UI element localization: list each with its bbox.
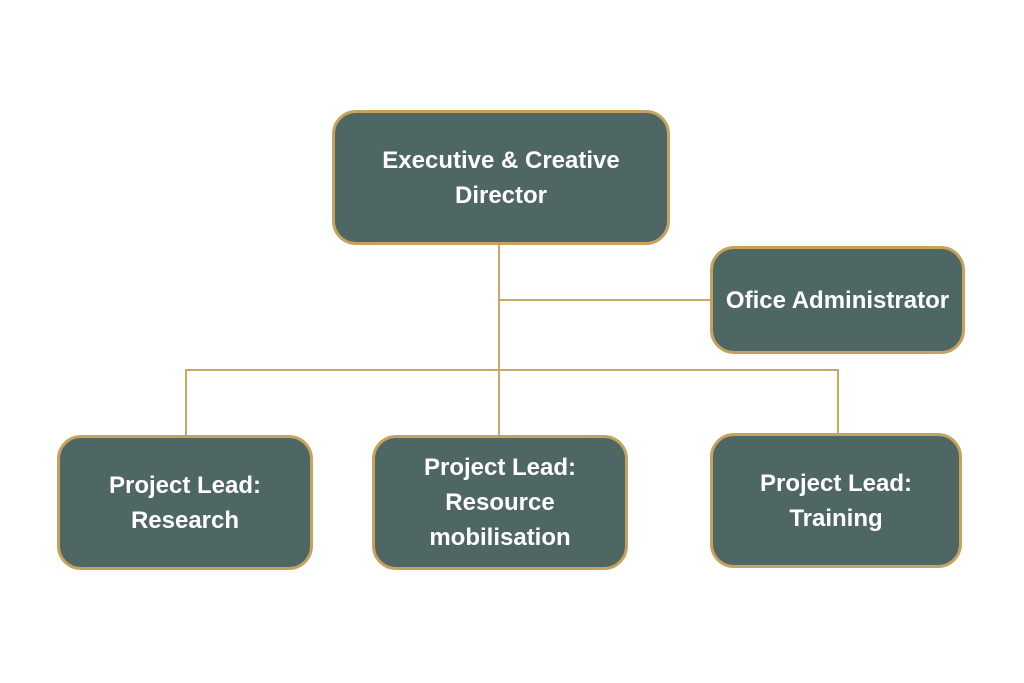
node-project-lead-training: Project Lead: Training <box>710 433 962 568</box>
node-label-line: Training <box>789 504 883 532</box>
connector-research-drop <box>185 370 187 435</box>
node-label-line: Executive & Creative <box>382 146 620 174</box>
node-label-line: Director <box>454 181 548 209</box>
node-project-lead-resource-mobilisation: Project Lead: Resource mobilisation <box>372 435 628 570</box>
node-label-line: Research <box>130 506 240 534</box>
node-label-line: Ofice Administrator <box>725 286 950 314</box>
connector-director-down <box>498 245 500 435</box>
node-label-line: mobilisation <box>429 524 571 551</box>
node-label-line: Resource <box>445 489 555 516</box>
node-office-administrator: Ofice Administrator <box>710 246 965 354</box>
connector-office-administrator-branch <box>500 299 710 301</box>
node-executive-creative-director: Executive & Creative Director <box>332 110 670 245</box>
connector-training-drop <box>837 370 839 433</box>
node-label-line: Project Lead: <box>423 454 577 481</box>
node-label-line: Project Lead: <box>108 471 262 499</box>
connector-project-leads-row <box>185 369 839 371</box>
node-label-line: Project Lead: <box>759 469 913 497</box>
node-project-lead-research: Project Lead: Research <box>57 435 313 570</box>
